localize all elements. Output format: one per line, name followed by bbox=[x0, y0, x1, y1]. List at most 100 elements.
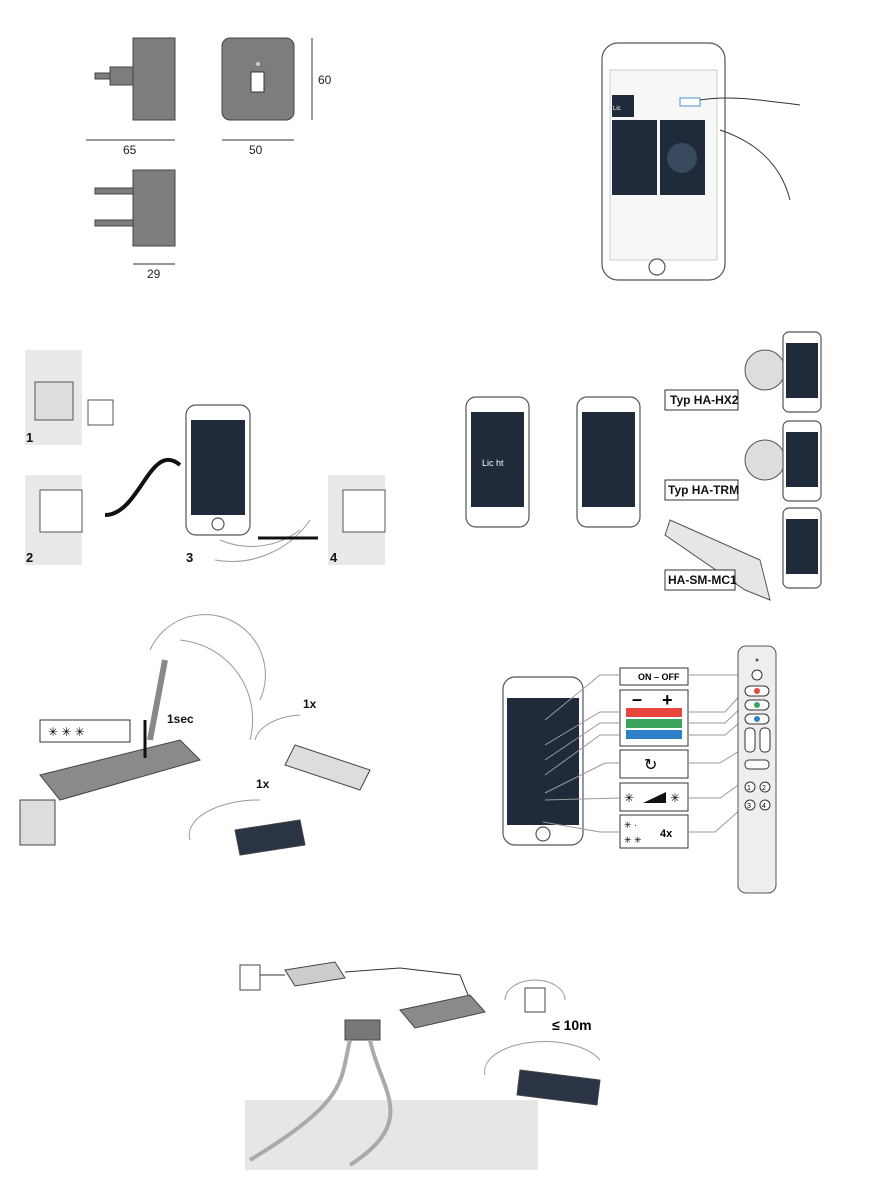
scene-button-1[interactable] bbox=[744, 781, 756, 793]
dimension-plug: 29 bbox=[147, 267, 161, 281]
reset-illustration: ✳ ✳ ✳ 1sec 1x 1x bbox=[19, 614, 371, 856]
phone-screen bbox=[471, 412, 524, 507]
function-mapping: ON – OFF – + ↻ ✳ ✳ ✳ · ✳ ✳ 4x 1 2 bbox=[502, 645, 777, 894]
remote-label-box bbox=[664, 569, 736, 591]
remote-press-count: 1x bbox=[303, 697, 317, 711]
led-blink-indicator bbox=[39, 719, 131, 743]
step-number-2: 2 bbox=[26, 550, 33, 565]
adapter-side-view bbox=[132, 37, 176, 121]
on-off-label: ON – OFF bbox=[638, 672, 680, 682]
signal-waves bbox=[504, 979, 566, 1001]
range-label: ≤ 10m bbox=[552, 1017, 592, 1033]
remote-trm bbox=[744, 439, 786, 481]
plug-pin bbox=[94, 187, 134, 195]
connector-lines bbox=[542, 674, 621, 833]
blue-channel-bar bbox=[626, 730, 682, 739]
get-button[interactable] bbox=[679, 97, 701, 107]
dimension-depth: 65 bbox=[123, 143, 137, 157]
phone-screen bbox=[786, 519, 818, 574]
cycle-box bbox=[619, 749, 689, 779]
phone-screen bbox=[191, 420, 245, 515]
power-button[interactable] bbox=[751, 669, 763, 681]
step-number-1: 1 bbox=[26, 430, 33, 445]
app-dial bbox=[667, 143, 697, 173]
adapter-plugged bbox=[39, 489, 83, 533]
signal-waves bbox=[254, 714, 301, 741]
cable bbox=[260, 967, 471, 1001]
led-strips bbox=[248, 1039, 393, 1167]
app-control-screen bbox=[507, 698, 579, 825]
wall-socket bbox=[239, 964, 261, 991]
hand-drawing bbox=[699, 97, 801, 201]
led-indicator bbox=[256, 62, 260, 66]
screenshot-1 bbox=[612, 120, 657, 195]
bluetooth-button-icon bbox=[250, 71, 265, 93]
sun-icons: ✳ ✳ ✳ bbox=[48, 725, 85, 739]
hold-time-label: 1sec bbox=[167, 712, 194, 726]
remote-hx2 bbox=[744, 349, 786, 391]
scene-label-3: 3 bbox=[747, 803, 751, 810]
sun-icon: ✳ bbox=[670, 791, 680, 805]
arrow bbox=[104, 457, 182, 517]
app-icon bbox=[612, 95, 634, 117]
step-number-4: 4 bbox=[330, 550, 338, 565]
remote-types: Lic ht Typ HA-HX2 Typ HA-TRM HA-SM-MC1 bbox=[465, 331, 822, 601]
remote-label-mc1: HA-SM-MC1 bbox=[668, 573, 737, 587]
dimension-drawing: 65 50 60 29 bbox=[86, 37, 332, 281]
led-indicator bbox=[755, 658, 759, 662]
phone-landscape bbox=[234, 819, 306, 856]
red-dot bbox=[754, 688, 760, 694]
plug-base bbox=[109, 66, 134, 86]
app-store-illustration: Lic bbox=[601, 42, 801, 281]
red-channel-bar bbox=[626, 708, 682, 717]
dimension-height: 60 bbox=[318, 73, 332, 87]
scene-box bbox=[619, 814, 689, 849]
on-off-box bbox=[619, 667, 689, 686]
dimmer-button[interactable] bbox=[744, 759, 770, 770]
remote-label-hx2: Typ HA-HX2 bbox=[670, 393, 739, 407]
remote-label-box bbox=[664, 389, 739, 411]
adapter bbox=[524, 987, 546, 1013]
device-list-screen bbox=[582, 412, 635, 507]
scene-button-2[interactable] bbox=[759, 781, 771, 793]
signal-waves bbox=[484, 1041, 601, 1076]
installation-illustration: ≤ 10m bbox=[239, 961, 601, 1170]
mode-rocker[interactable] bbox=[744, 727, 756, 753]
app-logo: Lic ht bbox=[482, 458, 504, 468]
remote-label-box bbox=[664, 479, 739, 501]
scene-icons: ✳ · bbox=[624, 820, 637, 830]
controller-box bbox=[39, 739, 201, 801]
adapter-top-view bbox=[132, 169, 176, 247]
signal-waves bbox=[188, 799, 261, 841]
handheld-remote bbox=[284, 744, 371, 791]
cycle-icon: ↻ bbox=[644, 757, 657, 774]
dimmer-ramp-icon bbox=[643, 792, 666, 803]
step-number-3: 3 bbox=[186, 550, 193, 565]
wall-socket bbox=[34, 381, 74, 421]
remote-label-trm: Typ HA-TRM bbox=[668, 483, 739, 497]
phone-press-count: 1x bbox=[256, 777, 270, 791]
adapter bbox=[87, 399, 114, 426]
green-channel-bar bbox=[626, 719, 682, 728]
signal-waves bbox=[214, 519, 311, 562]
home-button bbox=[211, 517, 225, 531]
green-dot bbox=[754, 702, 760, 708]
signal-waves bbox=[149, 614, 266, 741]
pairing-steps: 1 2 3 4 bbox=[25, 350, 386, 565]
scene-button-4[interactable] bbox=[759, 799, 771, 811]
scene-label-2: 2 bbox=[762, 785, 766, 792]
phone-screen bbox=[786, 432, 818, 487]
adapter-paired bbox=[342, 489, 386, 533]
brightness-rocker[interactable] bbox=[759, 727, 771, 753]
controller-box bbox=[399, 994, 486, 1029]
led-bar bbox=[147, 659, 168, 741]
sensor-switch-mc1 bbox=[664, 519, 771, 601]
dimension-width: 50 bbox=[249, 143, 263, 157]
blue-dot bbox=[754, 716, 760, 722]
scene-button-3[interactable] bbox=[744, 799, 756, 811]
phone-landscape bbox=[516, 1069, 601, 1106]
sun-icon: ✳ bbox=[624, 791, 634, 805]
scene-icons: ✳ ✳ bbox=[624, 835, 642, 845]
dim-box bbox=[619, 782, 689, 812]
